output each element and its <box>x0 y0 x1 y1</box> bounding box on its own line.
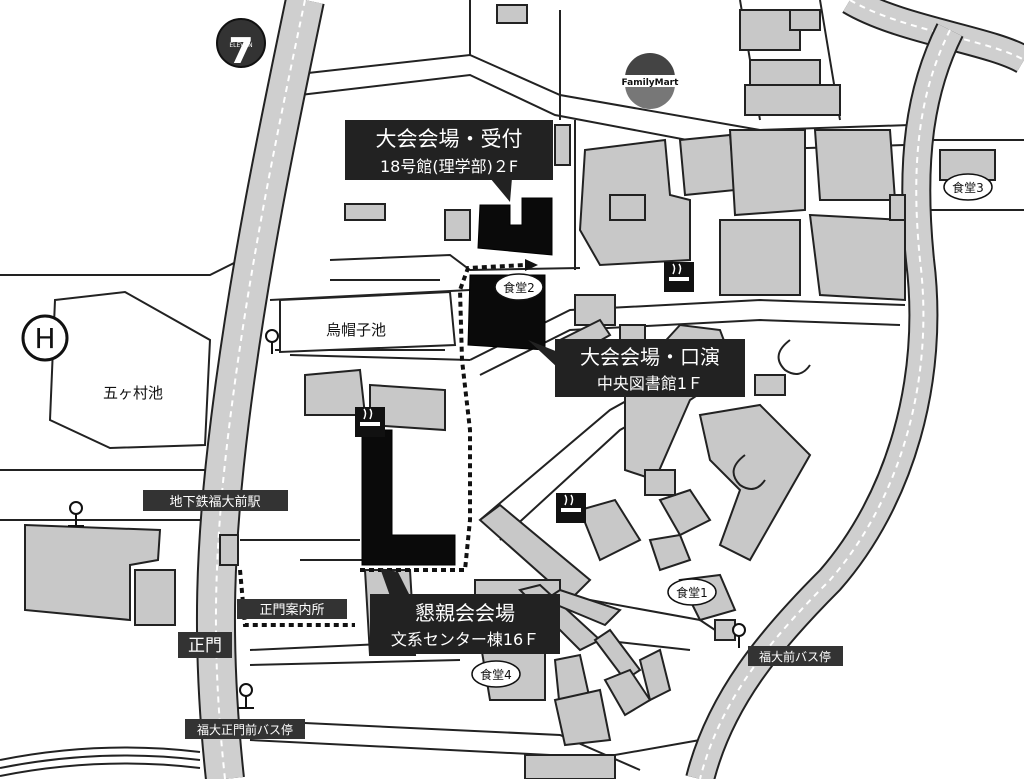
main-venue-title: 大会会場・受付 <box>376 127 523 151</box>
bus-stop-icon <box>68 329 746 709</box>
sports-track <box>0 746 201 777</box>
svg-text:ELEVEN: ELEVEN <box>229 42 252 49</box>
walkway-curl <box>732 454 766 490</box>
heliport-icon: H <box>21 314 69 362</box>
svg-text:H: H <box>34 322 55 355</box>
svg-text:食堂2: 食堂2 <box>503 280 535 295</box>
svg-text:食堂3: 食堂3 <box>952 180 984 195</box>
svg-text:7: 7 <box>228 31 253 72</box>
svg-text:食堂4: 食堂4 <box>480 667 512 682</box>
main-venue-pointer <box>490 178 512 202</box>
social-venue-title: 懇親会会場 <box>415 601 515 625</box>
cafeteria-3[interactable]: 食堂3 <box>943 173 993 201</box>
svg-text:食堂1: 食堂1 <box>676 585 708 600</box>
oral-venue-subtitle: 中央図書館1Ｆ <box>597 374 703 393</box>
seven-eleven-logo: 7 ELEVEN <box>216 18 266 72</box>
svg-text:福大前バス停: 福大前バス停 <box>759 649 831 664</box>
gokamura-pond <box>48 290 212 450</box>
svg-text:正門案内所: 正門案内所 <box>259 602 324 618</box>
oral-venue-pointer <box>528 340 558 368</box>
highway-west <box>195 0 325 779</box>
label-main-gate-info[interactable]: 正門案内所 <box>237 599 347 619</box>
eboshi-pond <box>279 290 457 354</box>
label-bus-stop-seimon[interactable]: 福大正門前バス停 <box>185 719 305 739</box>
cafeteria-4[interactable]: 食堂4 <box>471 660 521 688</box>
cafeteria-2[interactable]: 食堂2 <box>494 273 544 301</box>
walking-route <box>238 263 526 627</box>
label-bus-stop-fukudaimae[interactable]: 福大前バス停 <box>748 646 843 666</box>
gokamura-pond-label: 五ヶ村池 <box>103 384 163 402</box>
svg-text:福大正門前バス停: 福大正門前バス停 <box>197 722 293 737</box>
cafeteria-1[interactable]: 食堂1 <box>667 578 717 606</box>
label-main-gate[interactable]: 正門 <box>178 632 232 658</box>
social-venue-subtitle: 文系センター棟16Ｆ <box>391 630 539 649</box>
label-social-venue[interactable]: 懇親会会場 文系センター棟16Ｆ <box>370 594 560 654</box>
smoking-area-icon <box>664 262 694 292</box>
svg-text:正門: 正門 <box>188 636 222 656</box>
svg-text:FamilyMart: FamilyMart <box>622 78 680 88</box>
social-venue-pointer <box>380 568 410 596</box>
label-oral-venue[interactable]: 大会会場・口演 中央図書館1Ｆ <box>555 339 745 397</box>
smoking-area-icon <box>355 407 385 437</box>
svg-text:地下鉄福大前駅: 地下鉄福大前駅 <box>169 494 260 510</box>
label-main-venue[interactable]: 大会会場・受付 18号館(理学部)２F <box>345 120 553 180</box>
main-venue-subtitle: 18号館(理学部)２F <box>380 157 518 176</box>
highway-east <box>685 0 1024 779</box>
walkway-curl <box>777 339 811 375</box>
label-subway-station[interactable]: 地下鉄福大前駅 <box>143 490 288 511</box>
smoking-area-icon <box>556 493 586 523</box>
building-18-venue[interactable] <box>477 197 553 256</box>
humanities-center-venue[interactable] <box>361 429 456 566</box>
route-arrow-head <box>525 259 538 271</box>
eboshi-pond-label: 烏帽子池 <box>326 321 386 339</box>
oral-venue-title: 大会会場・口演 <box>580 345 720 369</box>
familymart-logo: FamilyMart <box>619 53 681 109</box>
